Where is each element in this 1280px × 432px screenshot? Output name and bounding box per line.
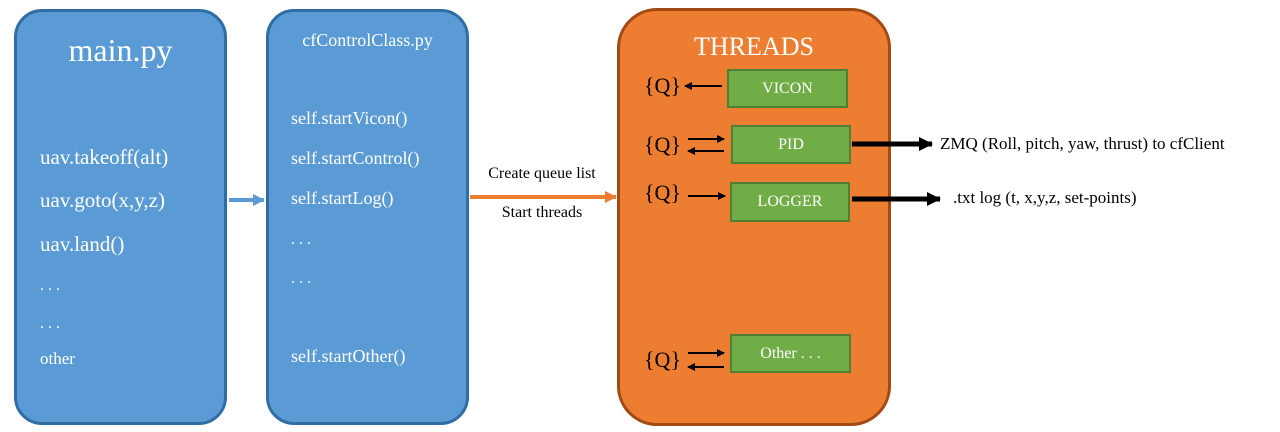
main-item-other: other bbox=[40, 349, 75, 368]
threads-title: THREADS bbox=[694, 32, 814, 61]
main-item-goto: uav.goto(x,y,z) bbox=[40, 188, 165, 212]
main-item-land: uav.land() bbox=[40, 232, 125, 256]
control-class-box bbox=[266, 9, 469, 425]
main-py-box bbox=[14, 9, 227, 425]
queue-label-other: {Q} bbox=[644, 347, 682, 372]
control-item-start-log: self.startLog() bbox=[291, 188, 394, 208]
thread-box-other: Other . . . bbox=[730, 334, 851, 373]
main-item-takeoff: uav.takeoff(alt) bbox=[40, 145, 169, 169]
main-item-ellipsis-1: . . . bbox=[40, 277, 60, 294]
thread-box-vicon: VICON bbox=[727, 69, 848, 108]
output-label-zmq: ZMQ (Roll, pitch, yaw, thrust) to cfClie… bbox=[940, 134, 1225, 153]
control-item-ellipsis-1: . . . bbox=[291, 231, 311, 248]
connector-label-start-threads: Start threads bbox=[501, 204, 583, 221]
output-label-log: .txt log (t, x,y,z, set-points) bbox=[953, 188, 1137, 207]
thread-box-pid: PID bbox=[731, 125, 851, 164]
main-item-ellipsis-2: . . . bbox=[40, 315, 60, 332]
connector-label-create-queue: Create queue list bbox=[488, 165, 596, 182]
main-py-title: main.py bbox=[68, 32, 173, 68]
control-class-title: cfControlClass.py bbox=[302, 30, 433, 50]
control-item-start-other: self.startOther() bbox=[291, 346, 406, 366]
control-item-start-vicon: self.startVicon() bbox=[291, 108, 408, 128]
queue-label-logger: {Q} bbox=[644, 180, 682, 205]
queue-label-vicon: {Q} bbox=[644, 73, 682, 98]
control-item-start-control: self.startControl() bbox=[291, 148, 420, 168]
queue-label-pid: {Q} bbox=[644, 132, 682, 157]
thread-box-logger: LOGGER bbox=[730, 182, 850, 222]
control-item-ellipsis-2: . . . bbox=[291, 270, 311, 287]
